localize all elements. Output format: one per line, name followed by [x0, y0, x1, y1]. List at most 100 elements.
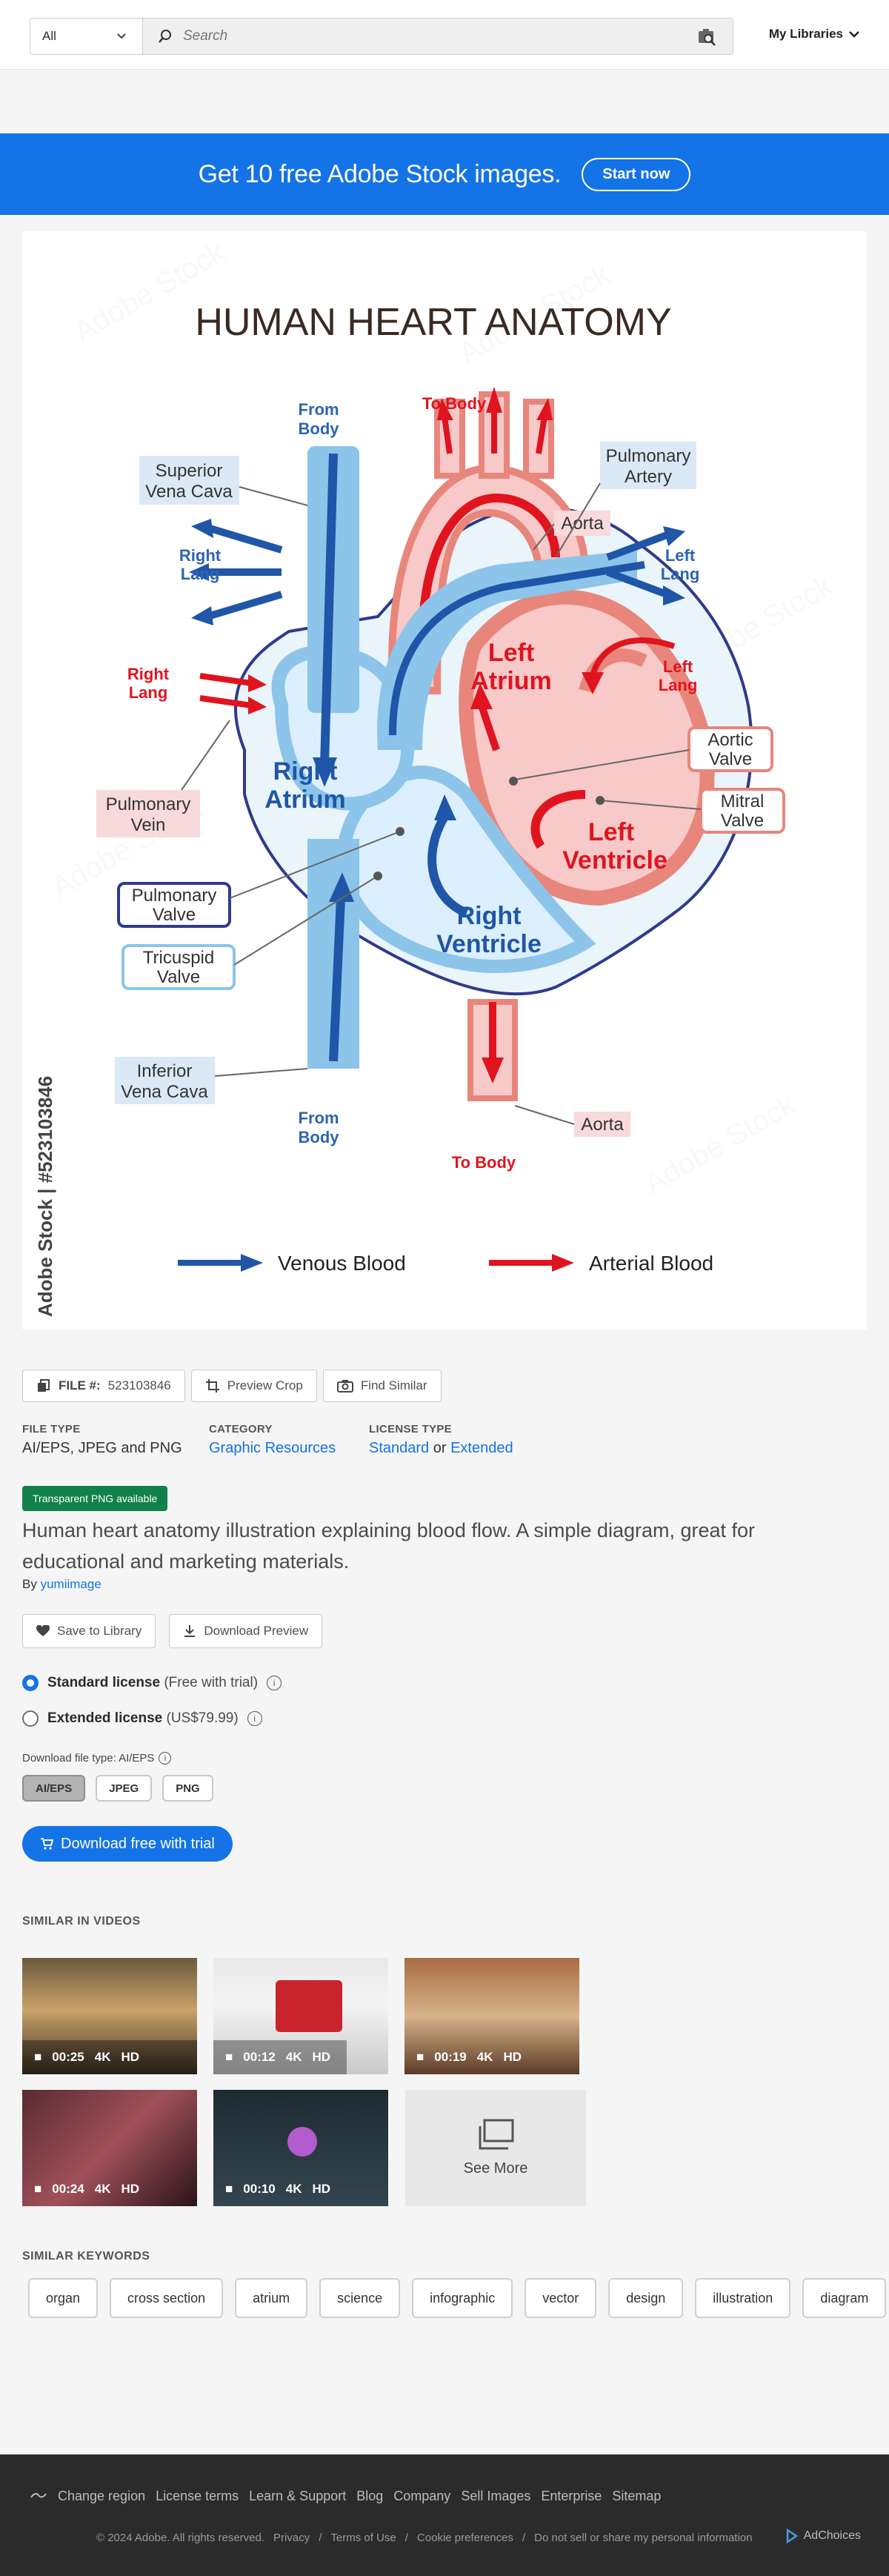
keyword-chip[interactable]: illustration	[695, 2278, 791, 2318]
label-right-lang-red: Right	[127, 665, 170, 683]
aortic-branch-arrows	[442, 409, 547, 454]
legend-arterial-label: Arterial Blood	[589, 1252, 713, 1275]
asset-action-row: FILE #: 523103846 Preview Crop Find Simi…	[22, 1370, 442, 1402]
info-icon[interactable]: i	[247, 1711, 262, 1726]
license-standard-link[interactable]: Standard	[369, 1440, 430, 1456]
legal-link[interactable]: Terms of Use	[330, 2532, 396, 2544]
video-hd: HD	[312, 2182, 331, 2196]
author-link[interactable]: yumiimage	[40, 1577, 101, 1591]
footer-link[interactable]: Change region	[58, 2489, 146, 2503]
standard-license-radio[interactable]	[22, 1675, 39, 1691]
find-similar-label: Find Similar	[360, 1378, 427, 1392]
label-pulmonary-vein: Pulmonary	[106, 794, 191, 814]
info-icon[interactable]: i	[267, 1676, 282, 1690]
file-number-button[interactable]: FILE #: 523103846	[22, 1370, 185, 1402]
keyword-chip[interactable]: science	[319, 2278, 401, 2318]
copy-icon	[38, 1379, 50, 1392]
download-preview-button[interactable]: Download Preview	[169, 1614, 323, 1648]
search-icon	[159, 30, 171, 43]
extended-license-note: (US$79.99)	[166, 1710, 239, 1726]
visual-search-icon[interactable]	[697, 27, 716, 47]
info-icon[interactable]: i	[159, 1752, 172, 1765]
similar-videos-title: SIMILAR IN VIDEOS	[22, 1915, 141, 1928]
keyword-chip[interactable]: vector	[525, 2278, 597, 2318]
file-type-jpeg[interactable]: JPEG	[96, 1775, 153, 1802]
footer-link[interactable]: Blog	[356, 2489, 384, 2503]
box-aorta-top	[554, 511, 610, 536]
footer-link[interactable]: Company	[393, 2489, 451, 2503]
stack-icon	[479, 2119, 514, 2150]
file-type-ai-eps[interactable]: AI/EPS	[22, 1775, 86, 1802]
start-now-button[interactable]: Start now	[582, 157, 691, 191]
legal-link[interactable]: Do not sell or share my personal informa…	[534, 2532, 753, 2544]
keyword-list: organ cross section atrium science infog…	[28, 2278, 887, 2318]
file-number-value: 523103846	[107, 1378, 171, 1392]
meta-category: CATEGORY Graphic Resources	[209, 1423, 342, 1457]
download-preview-label: Download Preview	[204, 1624, 309, 1638]
label-right-lang-red-2: Lang	[129, 683, 168, 702]
legal-link[interactable]: Cookie preferences	[416, 2532, 513, 2544]
save-to-library-button[interactable]: Save to Library	[22, 1614, 156, 1648]
download-icon	[184, 1625, 196, 1637]
label-left-atrium: Left	[488, 639, 534, 667]
arrowhead	[582, 672, 604, 694]
promo-banner: Get 10 free Adobe Stock images. Start no…	[0, 133, 889, 215]
legend-arterial-arrowhead	[552, 1254, 574, 1272]
video-camera-icon: ■	[225, 2182, 233, 2196]
keyword-chip[interactable]: organ	[28, 2278, 99, 2318]
standard-license-option[interactable]: Standard license (Free with trial) i	[22, 1675, 282, 1691]
category-label: CATEGORY	[209, 1423, 273, 1435]
footer-link[interactable]: Learn & Support	[249, 2489, 347, 2503]
asset-image[interactable]: Adobe Stock Adobe Stock Adobe Stock Adob…	[22, 231, 867, 1330]
cart-icon	[41, 1838, 53, 1850]
right-lung-arrows	[206, 524, 283, 620]
keyword-chip[interactable]: design	[608, 2278, 684, 2318]
footer-link[interactable]: Enterprise	[541, 2489, 602, 2503]
extended-license-option[interactable]: Extended license (US$79.99) i	[22, 1710, 262, 1727]
keyword-chip[interactable]: cross section	[110, 2278, 224, 2318]
standard-license-label: Standard license	[47, 1675, 161, 1690]
arrowhead	[470, 683, 493, 709]
see-more-videos-button[interactable]: See More	[405, 2090, 586, 2206]
label-pulmonary-valve-2: Valve	[153, 905, 196, 925]
legal-link[interactable]: Privacy	[273, 2532, 310, 2544]
search-input[interactable]	[183, 28, 627, 44]
preview-crop-button[interactable]: Preview Crop	[190, 1370, 317, 1402]
category-link[interactable]: Graphic Resources	[209, 1440, 336, 1456]
download-free-trial-button[interactable]: Download free with trial	[22, 1826, 233, 1862]
license-or-text: or	[433, 1440, 447, 1456]
vertical-watermark: Adobe Stock | #523103846	[34, 1076, 56, 1317]
extended-license-radio[interactable]	[22, 1710, 39, 1727]
footer-link[interactable]: License terms	[156, 2489, 239, 2503]
category-select-value: All	[42, 29, 56, 43]
adchoices-link[interactable]: AdChoices	[785, 2529, 861, 2543]
top-header: All My Libraries	[0, 0, 889, 70]
file-type-png[interactable]: PNG	[162, 1775, 213, 1802]
keyword-chip[interactable]: atrium	[235, 2278, 308, 2318]
download-free-trial-label: Download free with trial	[61, 1835, 215, 1852]
label-mitral-valve: Mitral	[721, 791, 765, 811]
banner-text: Get 10 free Adobe Stock images.	[198, 159, 562, 188]
search-field	[143, 19, 733, 54]
keyword-chip[interactable]: diagram	[802, 2278, 887, 2318]
adchoices-label: AdChoices	[803, 2529, 861, 2542]
label-left-lang-red: Left	[663, 657, 693, 676]
keyword-chip[interactable]: infographic	[412, 2278, 513, 2318]
label-aorta-top: Aorta	[561, 514, 604, 534]
label-inferior-vena-cava: Inferior	[137, 1061, 193, 1081]
box-aorta-bottom	[574, 1112, 630, 1137]
license-extended-link[interactable]: Extended	[450, 1440, 513, 1456]
asset-description: Human heart anatomy illustration explain…	[22, 1519, 756, 1573]
find-similar-button[interactable]: Find Similar	[322, 1370, 442, 1402]
footer-link[interactable]: Sell Images	[461, 2489, 531, 2503]
category-select[interactable]: All	[30, 19, 143, 54]
label-from-body-bottom: From	[299, 1109, 339, 1127]
label-from-body-top-2: Body	[299, 419, 340, 438]
footer-link[interactable]: Sitemap	[612, 2489, 662, 2503]
my-libraries-menu[interactable]: My Libraries	[769, 27, 859, 42]
